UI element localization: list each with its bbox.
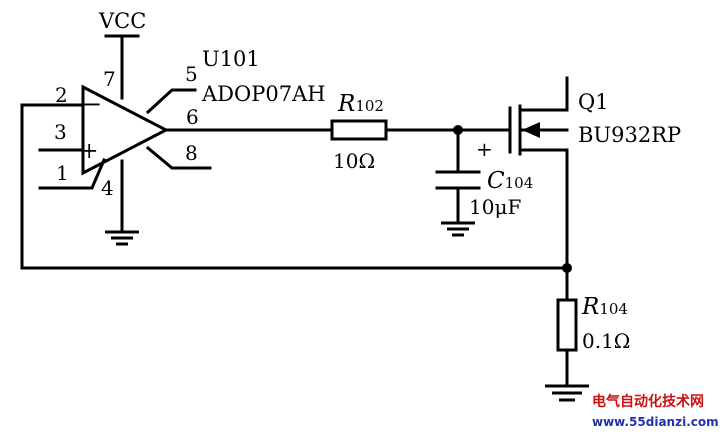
pin-1-label: 1 — [56, 161, 69, 185]
r102-label: R102 — [337, 91, 384, 117]
opamp-symbol — [81, 84, 170, 176]
pin5-wire — [145, 88, 197, 115]
pin1-wire — [38, 158, 106, 190]
q1-drain-lead — [518, 76, 569, 112]
junction-dot-gate — [453, 125, 463, 135]
r102-symbol — [330, 119, 388, 141]
vcc-label: VCC — [98, 9, 146, 33]
q1-ref-label: Q1 — [578, 90, 609, 114]
pin-5-label: 5 — [185, 62, 198, 86]
u101-part-label: ADOP07AH — [201, 82, 326, 106]
q1-part-label: BU932RP — [578, 123, 681, 147]
feedback-wire — [20, 103, 569, 270]
pin-3-label: 3 — [54, 120, 67, 144]
pin-8-label: 8 — [185, 141, 198, 165]
r104-value: 0.1Ω — [582, 329, 630, 353]
r104-label: R104 — [581, 294, 628, 320]
ground-r104 — [545, 384, 589, 402]
u101-ref-label: U101 — [202, 47, 260, 71]
q1-arrow — [522, 122, 540, 138]
pin-6-label: 6 — [186, 105, 199, 129]
c104-label: C104 — [487, 168, 533, 194]
pin-4-label: 4 — [101, 176, 114, 200]
ground-capacitor — [441, 221, 475, 237]
c104-plus-sign: + — [476, 137, 493, 161]
watermark-url: www.55dianzi.com — [592, 415, 719, 429]
r104-symbol — [556, 298, 578, 352]
r102-value: 10Ω — [333, 149, 375, 173]
c104-value: 10μF — [469, 195, 521, 219]
watermark-title: 电气自动化技术网 — [592, 393, 704, 410]
pin8-wire — [145, 145, 212, 170]
pin-2-label: 2 — [55, 83, 68, 107]
pin-7-label: 7 — [103, 67, 116, 91]
opamp-plus-sign: + — [80, 139, 98, 164]
ground-opamp — [105, 230, 139, 246]
opamp-minus-sign: − — [82, 90, 102, 118]
junction-dot-source — [562, 263, 572, 273]
q1-source-lead — [518, 148, 569, 270]
